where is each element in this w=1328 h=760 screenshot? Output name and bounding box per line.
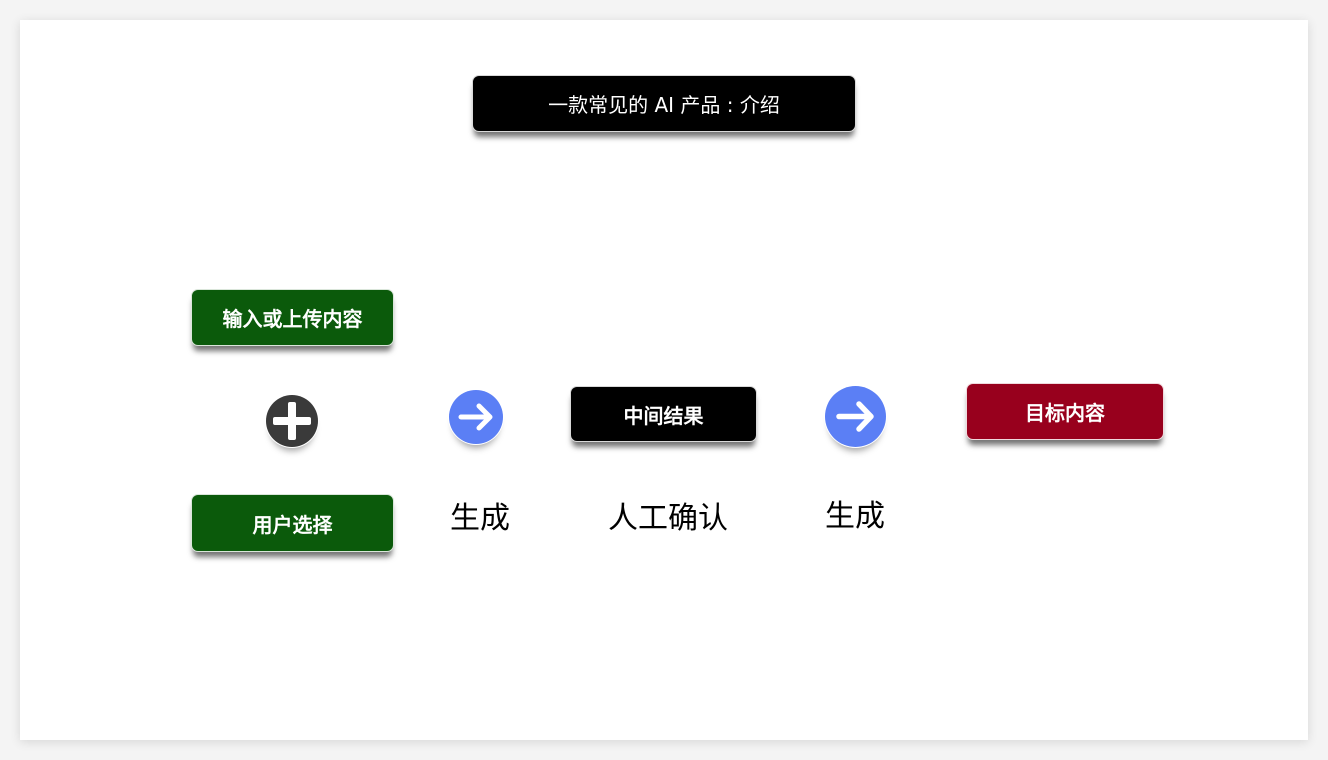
target-content-box: 目标内容 bbox=[966, 383, 1164, 440]
user-select-box: 用户选择 bbox=[191, 494, 394, 552]
input-content-box: 输入或上传内容 bbox=[191, 289, 394, 346]
arrow-right-circle-icon bbox=[448, 389, 504, 445]
target-content-label: 目标内容 bbox=[1025, 401, 1105, 425]
generate-label-1: 生成 bbox=[450, 501, 510, 536]
title-box: 一款常见的 AI 产品 : 介绍 bbox=[472, 75, 856, 132]
manual-confirm-label: 人工确认 bbox=[608, 501, 728, 536]
generate-label-2: 生成 bbox=[825, 499, 885, 534]
title-text: 一款常见的 AI 产品 : 介绍 bbox=[548, 93, 780, 117]
arrow-right-circle-icon-2 bbox=[824, 385, 887, 448]
input-content-label: 输入或上传内容 bbox=[222, 307, 363, 331]
intermediate-result-box: 中间结果 bbox=[570, 386, 757, 442]
slide-canvas: 一款常见的 AI 产品 : 介绍 输入或上传内容 用户选择 生成 中间结果 人工… bbox=[20, 20, 1308, 740]
plus-circle-icon bbox=[265, 394, 319, 448]
user-select-label: 用户选择 bbox=[252, 512, 333, 537]
intermediate-result-label: 中间结果 bbox=[623, 403, 704, 428]
